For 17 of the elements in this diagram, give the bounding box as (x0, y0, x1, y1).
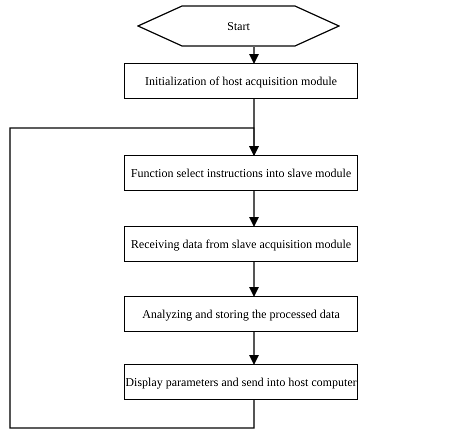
arrow (249, 47, 259, 64)
process-box (124, 63, 358, 99)
arrow (249, 191, 259, 227)
process-box (124, 155, 358, 191)
process-box (124, 296, 358, 332)
step-label: Receiving data from slave acquisition module (130, 236, 352, 252)
step-label: Display parameters and send into host computer (125, 374, 357, 390)
start-terminal (137, 5, 340, 47)
process-box (124, 226, 358, 262)
step-label: Initialization of host acquisition module (145, 74, 337, 88)
step-label: Start (227, 18, 250, 34)
process-box (124, 364, 358, 400)
step-label: Analyzing and storing the processed data (142, 306, 340, 322)
step-label: Function select instructions into slave module (130, 166, 352, 180)
arrow (9, 127, 259, 429)
arrow (249, 332, 259, 365)
arrow (249, 262, 259, 297)
